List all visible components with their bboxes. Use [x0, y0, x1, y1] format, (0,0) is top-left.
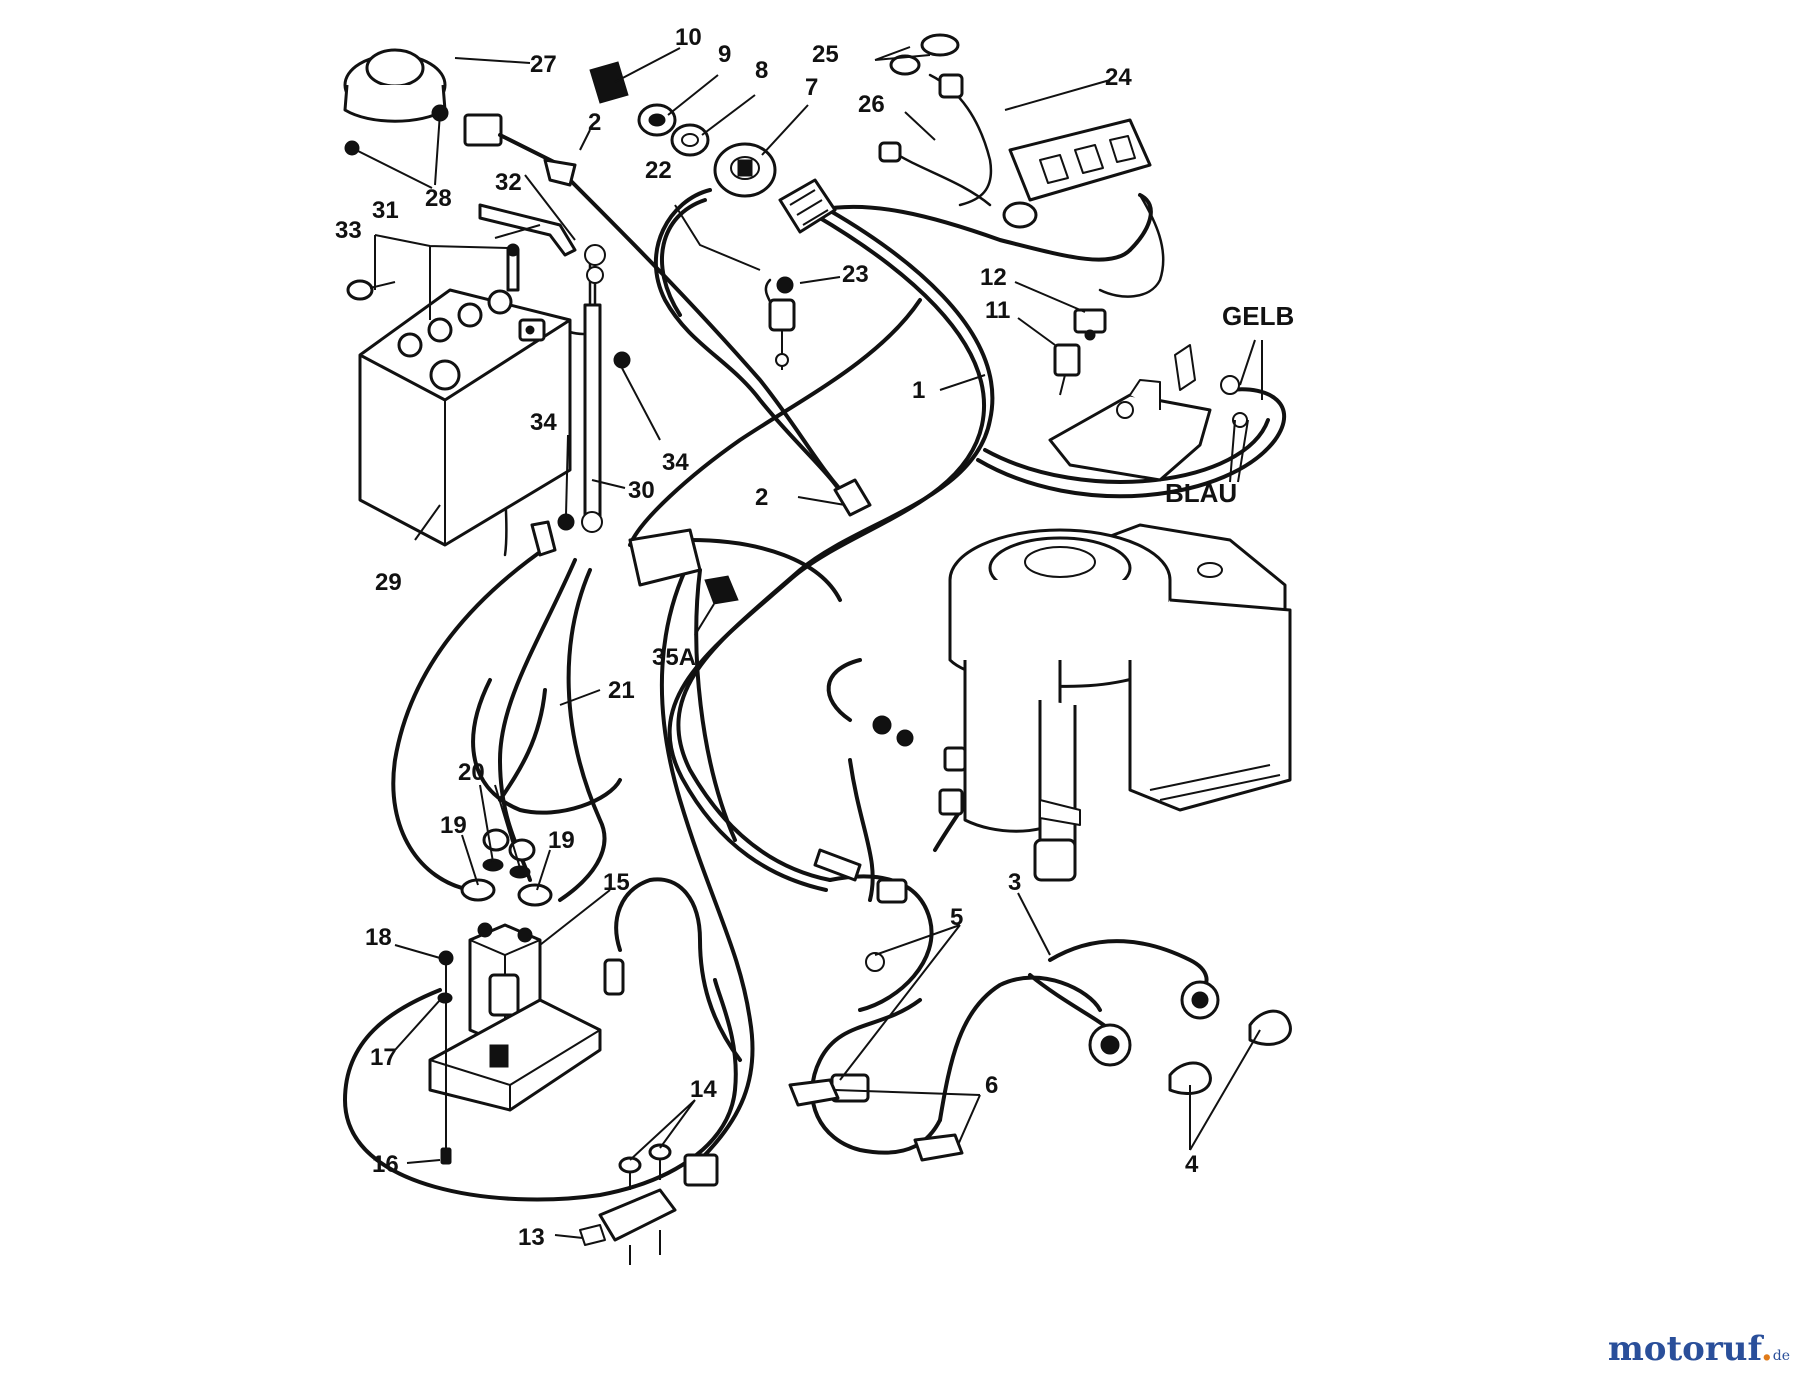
callout-22: 22 [645, 157, 672, 184]
watermark-text: motoruf [1607, 1329, 1761, 1369]
callout-35a: 35A [652, 644, 696, 671]
battery-terminal [530, 520, 557, 557]
callout-1: 1 [912, 377, 925, 404]
clamp-6 [788, 1078, 964, 1162]
wire-label-blau: BLAU [1165, 478, 1237, 508]
plug-solenoid [603, 958, 625, 996]
callout-27: 27 [530, 51, 557, 78]
connector-upper [463, 113, 577, 187]
callout-16: 16 [372, 1151, 399, 1178]
washer-8 [670, 123, 710, 157]
callout-2-upper: 2 [588, 109, 601, 136]
nut-34 [557, 351, 631, 531]
switch-13 [579, 1153, 719, 1265]
callout-labels: 27 28 10 9 8 7 2 22 23 25 24 26 12 11 1 … [335, 24, 1199, 1251]
callout-7: 7 [805, 74, 818, 101]
callout-15: 15 [603, 869, 630, 896]
callout-6: 6 [985, 1072, 998, 1099]
callout-26: 26 [858, 91, 885, 118]
watermark-logo: motoruf.de [1608, 1329, 1790, 1369]
washer-19 [460, 858, 553, 907]
callout-13: 13 [518, 1224, 545, 1251]
callout-25: 25 [812, 41, 839, 68]
callout-4: 4 [1185, 1151, 1199, 1178]
fuse-holder-11 [1053, 343, 1081, 396]
watermark-tld: de [1772, 1348, 1790, 1364]
wire-label-gelb: GELB [1222, 301, 1294, 331]
watermark-dot: . [1760, 1329, 1773, 1369]
harness-connector [778, 178, 837, 234]
hold-down-rod-30 [581, 303, 603, 533]
clamp-2-lower [833, 478, 872, 517]
bulb-4 [1168, 1009, 1292, 1095]
screw-16 [440, 1147, 452, 1165]
fuse-12 [1073, 308, 1107, 341]
ignition-switch-7 [713, 142, 777, 198]
callout-19-right: 19 [548, 827, 575, 854]
callout-10: 10 [675, 24, 702, 51]
callout-3: 3 [1008, 869, 1021, 896]
callout-14: 14 [690, 1076, 717, 1103]
callout-34-left: 34 [530, 409, 557, 436]
callout-24: 24 [1105, 64, 1132, 91]
connector-26 [878, 141, 902, 163]
regulator-bracket [1048, 344, 1248, 482]
seat-switch-27 [343, 48, 449, 156]
callout-11: 11 [985, 297, 1010, 324]
plug-23 [768, 276, 796, 370]
callout-19-left: 19 [440, 812, 467, 839]
callout-23: 23 [842, 261, 869, 288]
callout-34-right: 34 [662, 449, 689, 476]
callout-5: 5 [950, 904, 963, 931]
callout-31: 31 [372, 197, 399, 224]
screw-14 [618, 1143, 672, 1190]
battery-29 [358, 288, 572, 547]
parts [343, 33, 1292, 1265]
callout-33: 33 [335, 217, 362, 244]
nut-18 [438, 950, 454, 966]
callout-30: 30 [628, 477, 655, 504]
callout-17: 17 [370, 1044, 397, 1071]
callout-2-lower: 2 [755, 484, 768, 511]
solenoid-bracket [428, 998, 602, 1112]
wire-color-labels: GELB BLAU [1165, 301, 1294, 508]
connector-24 [1002, 118, 1152, 229]
plug-5 [865, 952, 885, 972]
callout-28: 28 [425, 185, 452, 212]
callout-32: 32 [495, 169, 522, 196]
callout-12: 12 [980, 264, 1007, 291]
screw-33 [346, 243, 520, 301]
leader-lines [351, 46, 1263, 1239]
ignition-key-10 [589, 61, 629, 104]
callout-18: 18 [365, 924, 392, 951]
callout-9: 9 [718, 41, 731, 68]
callout-8: 8 [755, 57, 768, 84]
callout-20: 20 [458, 759, 485, 786]
engine [948, 523, 1292, 882]
connector-25 [889, 33, 964, 99]
lamp-socket-3 [1088, 980, 1220, 1067]
callout-29: 29 [375, 569, 402, 596]
callout-21: 21 [608, 677, 635, 704]
engine-connector [813, 715, 967, 1103]
nut-9 [637, 103, 677, 137]
connector-35a [628, 528, 739, 605]
bracket-31 [478, 203, 606, 284]
